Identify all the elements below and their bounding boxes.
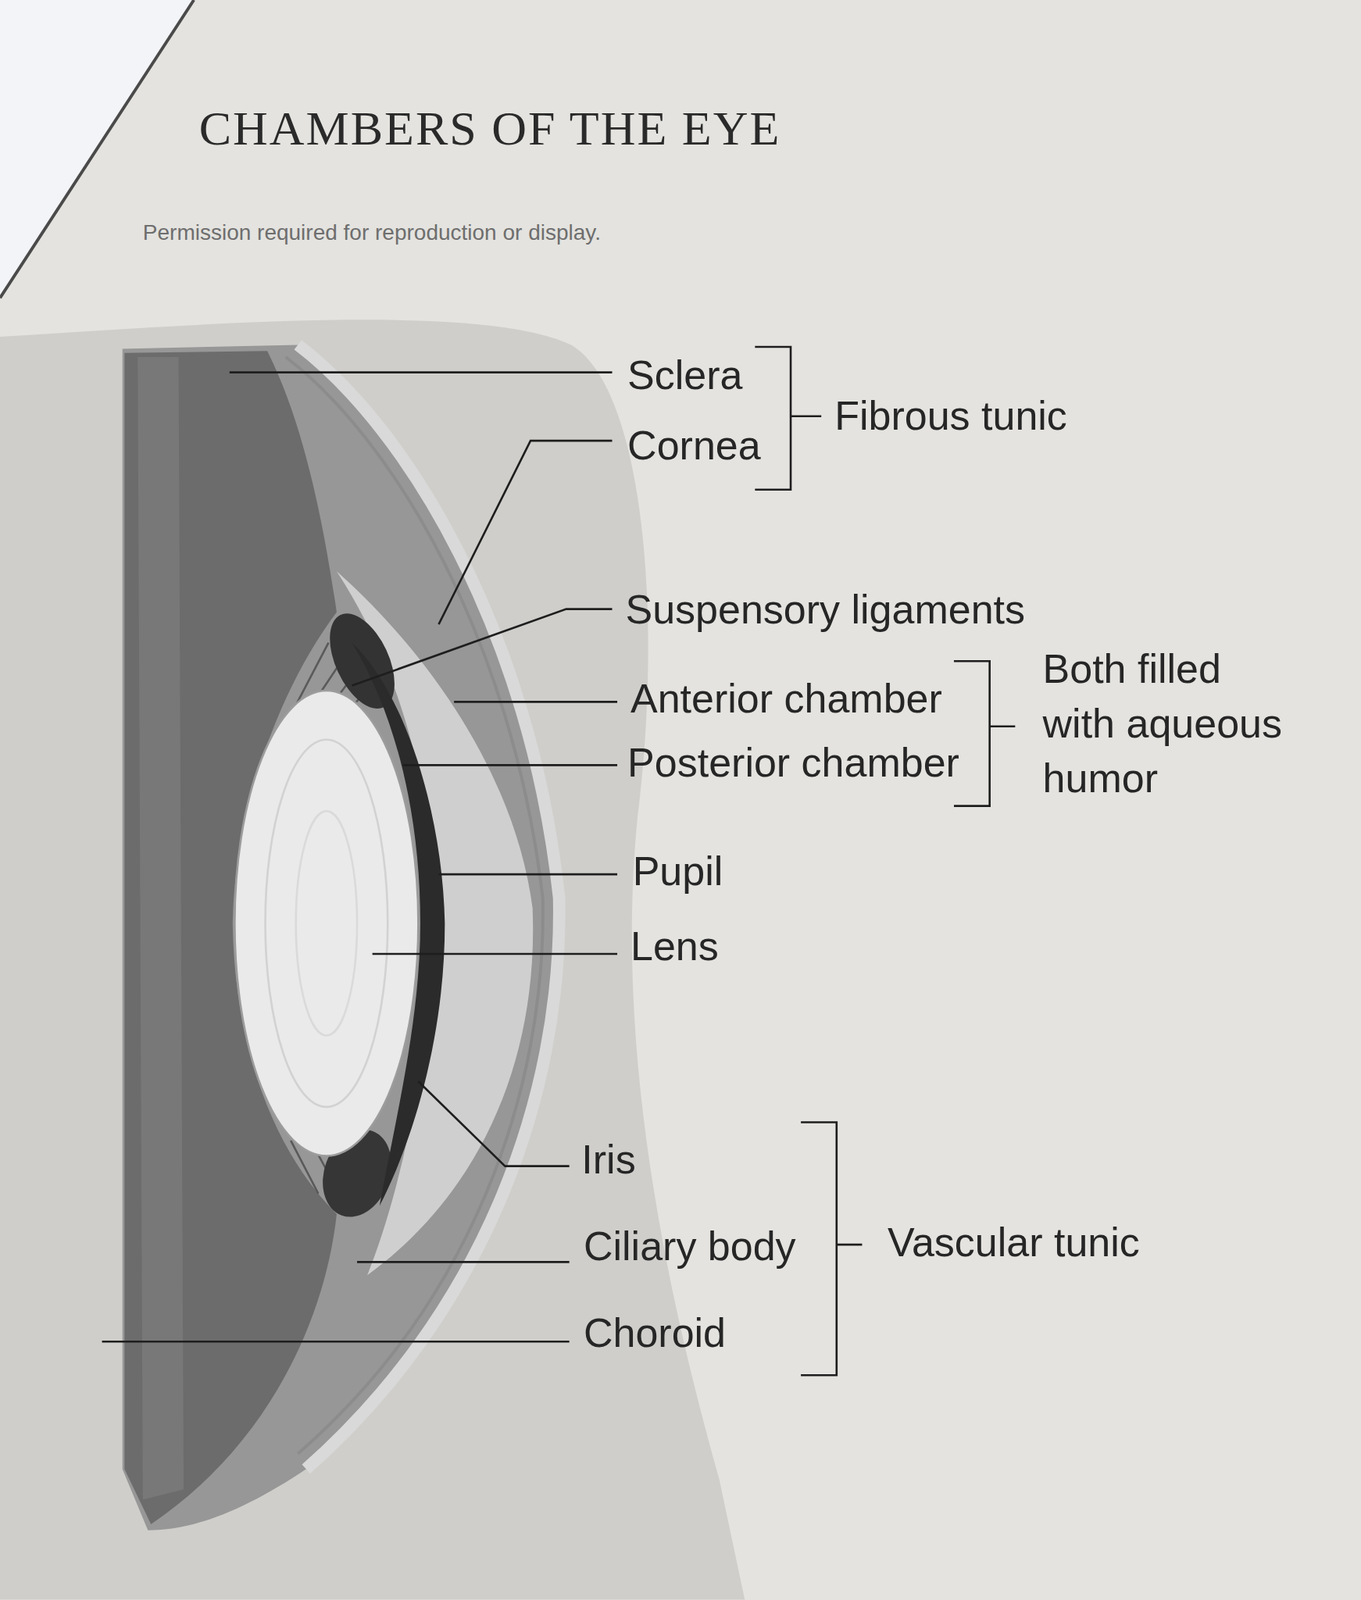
page-corner [0,0,194,298]
part-label: Sclera [627,352,743,400]
leader-line [229,371,613,374]
leader-line [453,700,618,704]
leader-line [403,764,618,767]
part-label: Lens [630,923,719,971]
shadow [0,319,745,1600]
note-label: Both filled with aqueous humor [1043,641,1295,807]
page-edge [0,0,194,298]
illustration-group [0,0,1015,1600]
leader-line [439,873,618,876]
page-title: CHAMBERS OF THE EYE [199,100,782,157]
lens-ring [265,739,389,1108]
part-label: Cornea [627,422,761,470]
part-label: Posterior chamber [627,739,960,787]
leader-lines [102,372,618,1343]
eye-wall [122,344,560,1530]
part-label: Ciliary body [583,1223,797,1271]
group-label: Vascular tunic [887,1219,1140,1267]
part-label: Anterior chamber [630,675,943,723]
bracket [800,1121,862,1376]
part-label: Choroid [583,1310,726,1358]
leader-line [102,1340,570,1344]
leader-line [417,1081,569,1166]
group-label: Fibrous tunic [834,392,1068,440]
leader-line [357,1260,570,1264]
part-label: Iris [581,1136,636,1184]
choroid-band [137,357,184,1501]
bracket [754,346,822,490]
leader-line [439,440,613,625]
permission-notice: Permission required for reproduction or … [142,220,601,246]
leader-line [372,953,618,956]
bracket [953,660,1015,806]
leader-line [352,609,613,686]
part-label: Suspensory ligaments [625,586,1026,634]
lens-shape [234,690,418,1156]
lens-ring [296,810,358,1036]
part-label: Pupil [632,849,724,897]
